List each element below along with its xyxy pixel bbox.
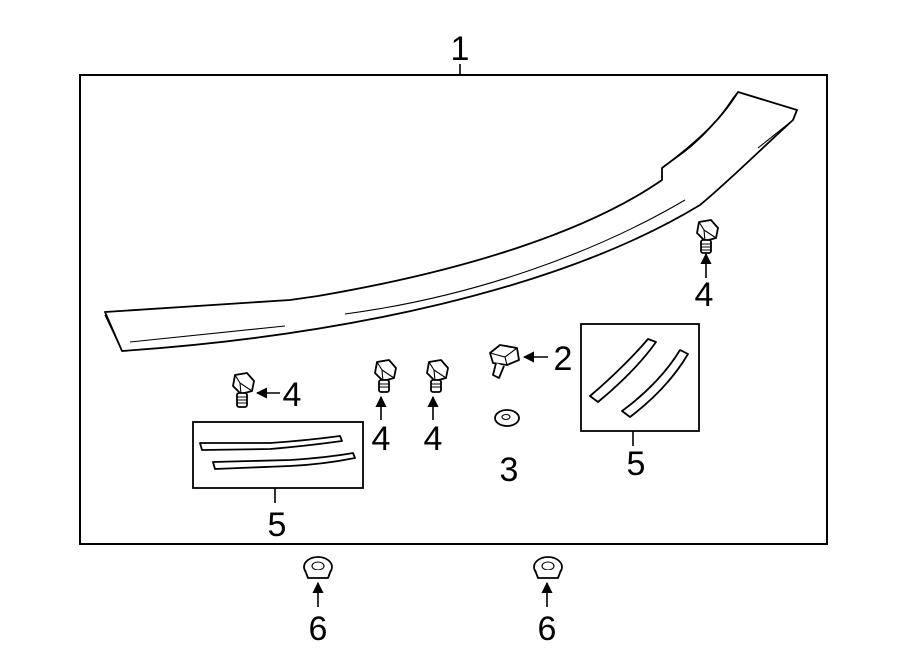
clip-right: [533, 556, 563, 579]
tape-left: [192, 421, 364, 489]
callout-3: 3: [500, 451, 519, 489]
bolt-right: [696, 219, 719, 254]
tape-right: [580, 323, 700, 432]
callout-4-right: 4: [695, 276, 714, 314]
callout-5-right: 5: [627, 445, 646, 483]
washer: [494, 409, 520, 427]
bolt-left: [232, 372, 255, 408]
callout-4-center-b: 4: [424, 420, 443, 458]
bolt-center-a: [374, 359, 397, 393]
bolt-center-b: [426, 359, 449, 393]
callout-6-left: 6: [309, 610, 328, 648]
callout-4-left: 4: [283, 376, 302, 414]
callout-4-center-a: 4: [372, 420, 391, 458]
callout-5-left: 5: [268, 506, 287, 544]
bracket: [489, 344, 520, 379]
callout-6-right: 6: [538, 610, 557, 648]
clip-left: [303, 556, 333, 579]
callout-2: 2: [554, 340, 573, 378]
assembly-frame: [79, 74, 828, 545]
callout-1: 1: [451, 30, 470, 68]
spoiler: [104, 91, 798, 352]
